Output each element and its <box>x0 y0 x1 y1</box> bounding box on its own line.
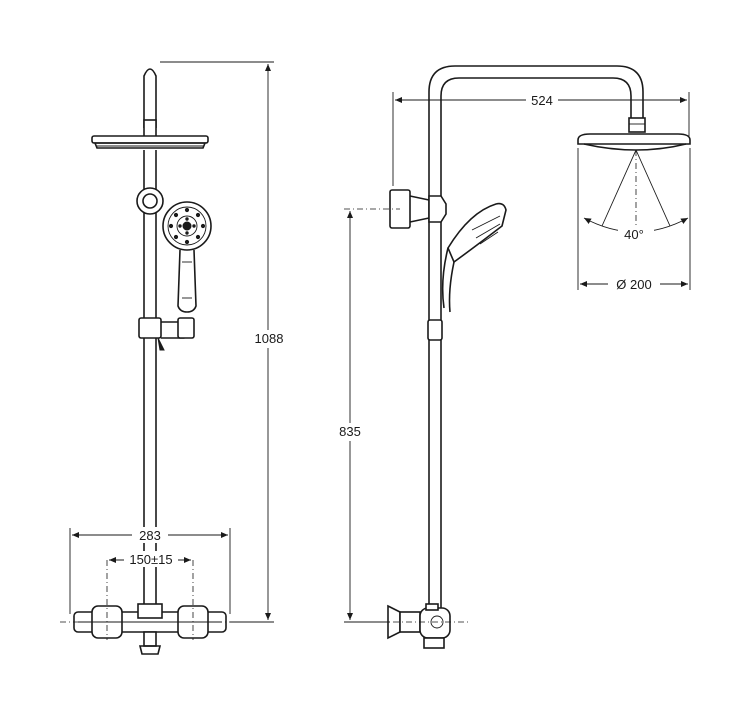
slider-side <box>427 319 443 341</box>
shower-arm-outer <box>428 65 644 118</box>
dim-spray-angle: 40° <box>583 149 689 242</box>
slider-bracket <box>138 317 195 351</box>
riser-top <box>143 68 157 128</box>
thermostatic-mixer-side <box>387 603 451 649</box>
dim-mixer-to-slider: 835 <box>336 211 390 623</box>
overall-width-label: 283 <box>139 528 161 543</box>
inlet-spacing-label: 150±15 <box>129 552 172 567</box>
dim-inlet-spacing: 150±15 <box>109 551 191 567</box>
spray-angle-label: 40° <box>624 227 644 242</box>
arm-reach-label: 524 <box>531 93 553 108</box>
total-height-label: 1088 <box>255 331 284 346</box>
mixer-to-slider-label: 835 <box>339 424 361 439</box>
dim-arm-reach: 524 <box>392 92 690 186</box>
shower-arm-inner <box>440 77 632 118</box>
overhead-shower-head-side <box>577 117 691 151</box>
head-diameter-label: Ø 200 <box>616 277 651 292</box>
side-view <box>344 65 691 649</box>
thermostatic-mixer-front <box>73 603 227 655</box>
dim-overall-width: 283 <box>69 527 231 614</box>
dim-head-diameter: Ø 200 <box>577 148 691 292</box>
hand-shower-side <box>441 202 507 313</box>
hand-shower-front <box>162 201 212 313</box>
front-view <box>60 68 240 655</box>
dim-total-height: 1088 <box>160 61 288 623</box>
overhead-shower-head-front <box>91 135 209 149</box>
